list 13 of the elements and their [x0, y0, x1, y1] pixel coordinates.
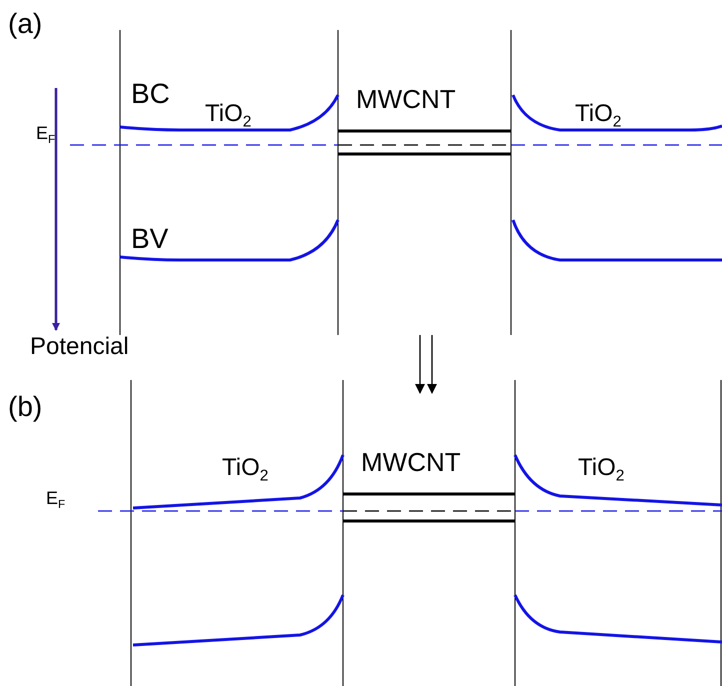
axis-label: Potencial — [30, 335, 129, 359]
material-label: TiO$_{2}$ — [205, 102, 252, 130]
material-label: MWCNT — [356, 86, 456, 112]
panel-label: (a) — [8, 10, 42, 38]
fermi-level-label: E$_{F}$ — [36, 124, 56, 146]
material-label: TiO$_{2}$ — [222, 456, 268, 484]
material-label: TiO$_{2}$ — [578, 456, 624, 484]
material-label: MWCNT — [361, 449, 461, 475]
band-label: BC — [131, 80, 170, 108]
panel-label: (b) — [8, 393, 42, 421]
fermi-level-label: E$_{F}$ — [46, 489, 66, 511]
band-label: BV — [131, 225, 168, 253]
material-label: TiO$_{2}$ — [575, 102, 622, 130]
